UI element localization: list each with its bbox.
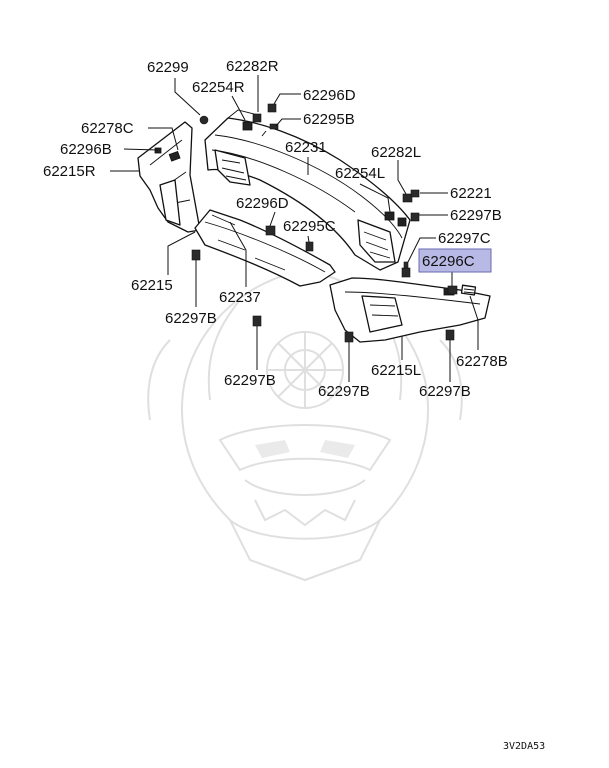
label-62254L[interactable]: 62254L [335,165,385,182]
label-62296C[interactable]: 62296C [422,253,475,270]
bracket-62215L [329,277,491,343]
nut-62282R [252,113,262,123]
label-62295B[interactable]: 62295B [303,111,355,128]
label-62295C[interactable]: 62295C [283,218,336,235]
label-62231[interactable]: 62231 [285,139,327,156]
label-62215[interactable]: 62215 [131,277,173,294]
bolt-62297C [401,261,411,278]
label-62297C[interactable]: 62297C [438,230,491,247]
under-panel-62237 [194,209,336,287]
label-62282R[interactable]: 62282R [226,58,279,75]
label-62296D-mid[interactable]: 62296D [236,195,289,212]
label-62215R[interactable]: 62215R [43,163,96,180]
bolt-62297B-br [445,329,455,341]
label-62299[interactable]: 62299 [147,59,189,76]
bolt-62297B-bl [252,315,262,327]
label-62297B-br[interactable]: 62297B [419,383,471,400]
label-62282L[interactable]: 62282L [371,144,421,161]
clip-62299 [199,115,209,125]
label-62297B-left[interactable]: 62297B [165,310,217,327]
nut-62296D-top [267,103,277,113]
label-62297B-bm[interactable]: 62297B [318,383,370,400]
label-62221[interactable]: 62221 [450,185,492,202]
label-62296D-top[interactable]: 62296D [303,87,356,104]
label-62297B-right[interactable]: 62297B [450,207,502,224]
highlight-box-62296C [418,248,492,273]
label-62297B-bl[interactable]: 62297B [224,372,276,389]
fasteners [191,103,458,343]
bolt-62297B-right [410,212,420,222]
main-beam-62231 [204,109,411,271]
label-62237[interactable]: 62237 [219,289,261,306]
bolt-62297B-bm [344,331,354,343]
bolt-62297B-left [191,249,201,261]
clip-62221 [410,189,420,198]
label-62278B[interactable]: 62278B [456,353,508,370]
label-62254R[interactable]: 62254R [192,79,245,96]
bracket-62215R [137,121,201,233]
label-62215L[interactable]: 62215L [371,362,421,379]
label-62296B[interactable]: 62296B [60,141,112,158]
label-62278C[interactable]: 62278C [81,120,134,137]
nut-62296C [447,285,458,295]
nut-62296D-mid [265,225,276,236]
bolt-62295C [305,241,314,252]
diagram-code: 3V2DA53 [503,741,545,752]
bolt-62295B [261,123,279,137]
leader-lines [110,75,479,382]
clip-62282L [402,193,413,203]
part-labels: 62299 62282R 62254R 62296D 62278C 62295B… [43,58,508,400]
